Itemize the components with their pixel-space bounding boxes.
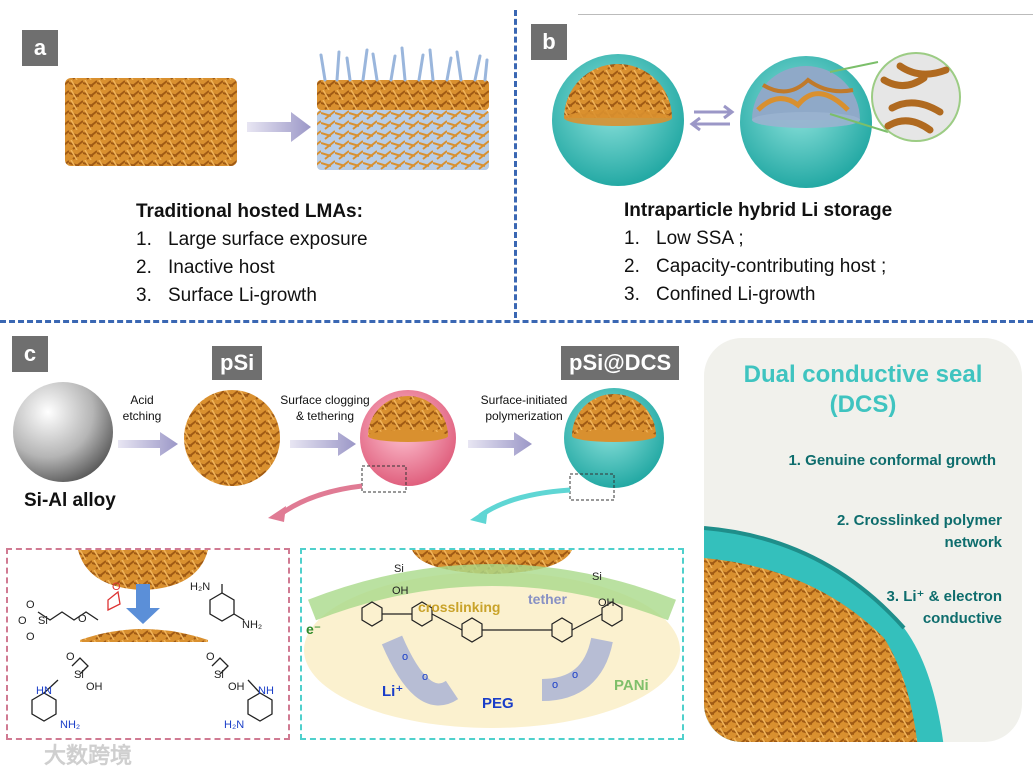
dcs-item-2-line1: 2. Crosslinked polymer xyxy=(836,512,1002,529)
dcs-item-3-line1: 3. Li⁺ & electron xyxy=(886,588,1002,605)
synthesis-scheme xyxy=(13,382,664,524)
svg-text:O: O xyxy=(112,581,121,593)
svg-text:NH₂: NH₂ xyxy=(242,619,262,631)
panel-divider-horizontal xyxy=(0,320,1033,323)
svg-text:e⁻: e⁻ xyxy=(306,621,321,637)
svg-text:H₂N: H₂N xyxy=(190,581,210,593)
panel-b-list: 1.Low SSA ; 2.Capacity-contributing host… xyxy=(624,225,886,309)
svg-text:O: O xyxy=(78,613,87,625)
svg-text:NH₂: NH₂ xyxy=(60,719,80,731)
dcs-item-2: 2. Crosslinked polymer network xyxy=(837,510,1002,554)
dcs-title: Dual conductive seal (DCS) xyxy=(704,360,1022,420)
svg-text:o: o xyxy=(572,669,578,681)
svg-text:H₂N: H₂N xyxy=(224,719,244,731)
watermark: 大数跨境 xyxy=(44,743,133,768)
psi-dcs-label: pSi@DCS xyxy=(561,346,680,380)
dcs-item-2-line2: network xyxy=(944,534,1002,551)
dcs-item-1: 1. Genuine conformal growth xyxy=(788,452,996,469)
panel-a-tag: a xyxy=(22,30,58,66)
panel-divider-vertical xyxy=(514,10,517,318)
svg-text:OH: OH xyxy=(392,585,409,597)
svg-text:O: O xyxy=(26,631,35,643)
svg-text:O: O xyxy=(66,651,75,663)
svg-text:tether: tether xyxy=(528,591,567,607)
step1-line1: Acid xyxy=(130,393,154,407)
si-al-sphere xyxy=(13,382,113,482)
list-item: 1.Large surface exposure xyxy=(136,229,368,250)
dcs-card: Dual conductive seal (DCS) 1. Genuine co… xyxy=(704,338,1022,742)
svg-text:NH: NH xyxy=(258,685,274,697)
step1-label: Acid etching xyxy=(114,392,170,424)
svg-text:OH: OH xyxy=(86,681,103,693)
polymer-box xyxy=(300,548,684,740)
dcs-item-3: 3. Li⁺ & electron conductive xyxy=(887,586,1002,630)
psi-label: pSi xyxy=(212,346,263,380)
list-item: 2.Capacity-contributing host ; xyxy=(624,256,887,277)
list-item: 3.Surface Li-growth xyxy=(136,285,317,306)
list-item: 2.Inactive host xyxy=(136,257,275,278)
svg-text:PANi: PANi xyxy=(614,677,649,694)
list-item: 1.Low SSA ; xyxy=(624,228,744,249)
panel-a-heading: Traditional hosted LMAs: xyxy=(136,201,363,222)
svg-text:HN: HN xyxy=(36,685,52,697)
svg-text:OH: OH xyxy=(598,597,615,609)
step2-line1: Surface clogging xyxy=(280,393,370,407)
svg-text:O: O xyxy=(18,615,27,627)
dcs-zoom-sphere xyxy=(704,526,944,742)
svg-text:PEG: PEG xyxy=(482,695,514,712)
alloy-label: Si-Al alloy xyxy=(24,490,116,511)
svg-text:O: O xyxy=(206,651,215,663)
step3-label: Surface-initiated polymerization xyxy=(470,392,578,424)
panel-a-illustration xyxy=(65,46,489,170)
step2-line2: & tethering xyxy=(295,409,355,423)
svg-text:o: o xyxy=(422,671,428,683)
svg-text:o: o xyxy=(402,651,408,663)
svg-text:Li⁺: Li⁺ xyxy=(382,683,403,700)
svg-text:Si: Si xyxy=(592,571,602,583)
svg-text:Si: Si xyxy=(394,563,404,575)
host-block-left xyxy=(65,78,237,166)
list-item: 3.Confined Li-growth xyxy=(624,284,816,305)
step3-line1: Surface-initiated xyxy=(480,393,568,407)
svg-text:Si: Si xyxy=(74,669,84,681)
top-rule xyxy=(578,14,1033,15)
step1-line2: etching xyxy=(122,409,162,423)
panel-b-tag: b xyxy=(531,24,567,60)
svg-text:Si: Si xyxy=(38,615,48,627)
panel-a-list: 1.Large surface exposure 2.Inactive host… xyxy=(136,226,368,310)
svg-text:O: O xyxy=(26,599,35,611)
panel-b-illustration xyxy=(552,52,961,188)
step2-label: Surface clogging & tethering xyxy=(272,392,378,424)
dcs-title-line2: (DCS) xyxy=(829,391,897,418)
host-block-right xyxy=(317,46,489,170)
svg-text:Si: Si xyxy=(214,669,224,681)
psi-sphere xyxy=(184,390,280,486)
panel-c-tag: c xyxy=(12,336,48,372)
panel-b-heading: Intraparticle hybrid Li storage xyxy=(624,200,893,221)
dcs-title-line1: Dual conductive seal xyxy=(743,361,983,388)
svg-text:OH: OH xyxy=(228,681,245,693)
dcs-item-3-line2: conductive xyxy=(922,610,1002,627)
svg-text:crosslinking: crosslinking xyxy=(418,599,500,615)
svg-text:o: o xyxy=(552,679,558,691)
grafting-box xyxy=(6,548,290,740)
step3-line2: polymerization xyxy=(485,409,563,423)
